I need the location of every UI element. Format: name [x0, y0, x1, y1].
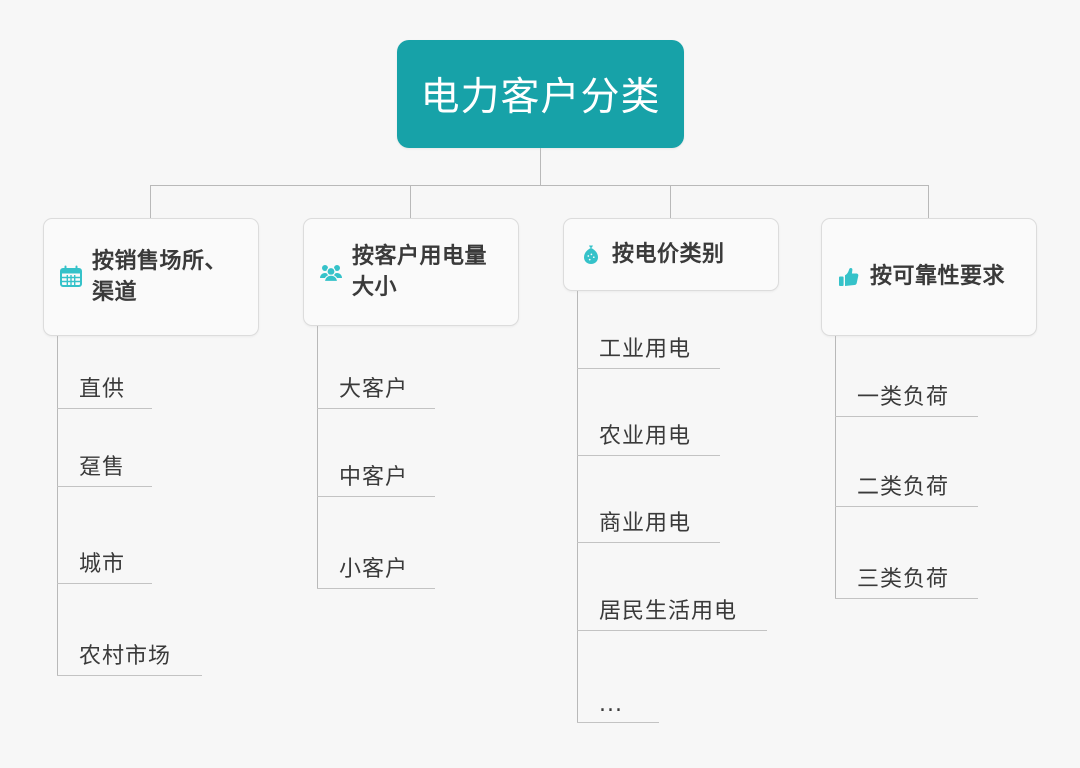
leaf-item[interactable]: 农村市场 [57, 584, 202, 676]
leaf-label: 农业用电 [599, 424, 692, 449]
leaf-item[interactable]: 居民生活用电 [577, 543, 767, 631]
leaf-label: 农村市场 [79, 644, 172, 669]
branch-node-label-3: 按电价类别 [612, 241, 725, 267]
leaf-label: 中客户 [339, 465, 409, 490]
leaf-underline [577, 455, 720, 456]
leaf-label: ... [599, 692, 623, 717]
leaf-label: 小客户 [339, 557, 409, 582]
calendar-icon [58, 264, 84, 290]
leaf-underline [577, 722, 659, 723]
leaf-item[interactable]: 小客户 [317, 497, 435, 589]
leaf-underline [577, 368, 720, 369]
branch-node-label-2: 按客户用电量大小 [352, 243, 488, 300]
leaf-spine-4 [835, 336, 836, 599]
leaf-label: 商业用电 [599, 511, 692, 536]
leaf-label: 二类负荷 [857, 475, 950, 500]
branch-node-label-1: 按销售场所、渠道 [92, 248, 228, 305]
leaf-underline [57, 675, 202, 676]
leaf-underline [835, 598, 978, 599]
branch-node-1[interactable]: 按销售场所、渠道 [43, 218, 259, 336]
branch-node-3[interactable]: 按电价类别 [563, 218, 779, 291]
connector-branch-drop-2 [410, 185, 411, 218]
leaf-label: 大客户 [339, 377, 409, 402]
connector-branch-drop-3 [670, 185, 671, 218]
leaf-item[interactable]: 直供 [57, 336, 152, 409]
leaf-label: 三类负荷 [857, 567, 950, 592]
connector-branch-drop-4 [928, 185, 929, 218]
leaf-item[interactable]: 三类负荷 [835, 507, 978, 599]
leaf-underline [317, 408, 435, 409]
leaf-item[interactable]: 商业用电 [577, 456, 720, 543]
users-group-icon [318, 259, 344, 285]
leaf-item[interactable]: 二类负荷 [835, 417, 978, 507]
leaf-label: 直供 [79, 377, 126, 402]
leaf-underline [577, 630, 767, 631]
leaf-underline [317, 588, 435, 589]
root-node[interactable]: 电力客户分类 [397, 40, 684, 148]
leaf-underline [57, 583, 152, 584]
leaf-underline [577, 542, 720, 543]
leaf-label: 居民生活用电 [599, 599, 738, 624]
leaf-label: 一类负荷 [857, 385, 950, 410]
money-bag-icon [578, 242, 604, 268]
leaf-spine-1 [57, 336, 58, 676]
leaf-label: 工业用电 [599, 337, 692, 362]
branch-node-2[interactable]: 按客户用电量大小 [303, 218, 519, 326]
root-node-label: 电力客户分类 [420, 75, 661, 120]
leaf-item[interactable]: ... [577, 631, 659, 723]
leaf-underline [835, 416, 978, 417]
leaf-underline [57, 408, 152, 409]
branch-node-4[interactable]: 按可靠性要求 [821, 218, 1037, 336]
leaf-item[interactable]: 趸售 [57, 409, 152, 487]
connector-bus [150, 185, 929, 186]
connector-root-drop [540, 148, 541, 185]
leaf-item[interactable]: 大客户 [317, 326, 435, 409]
leaf-item[interactable]: 农业用电 [577, 369, 720, 456]
leaf-item[interactable]: 城市 [57, 487, 152, 584]
leaf-item[interactable]: 一类负荷 [835, 336, 978, 417]
leaf-label: 趸售 [79, 455, 126, 480]
connector-branch-drop-1 [150, 185, 151, 218]
leaf-underline [317, 496, 435, 497]
branch-node-label-4: 按可靠性要求 [870, 264, 1006, 290]
leaf-spine-2 [317, 326, 318, 589]
leaf-item[interactable]: 工业用电 [577, 291, 720, 369]
leaf-underline [835, 506, 978, 507]
leaf-item[interactable]: 中客户 [317, 409, 435, 497]
leaf-label: 城市 [79, 552, 126, 577]
thumbs-up-icon [836, 264, 862, 290]
leaf-underline [57, 486, 152, 487]
leaf-spine-3 [577, 291, 578, 723]
